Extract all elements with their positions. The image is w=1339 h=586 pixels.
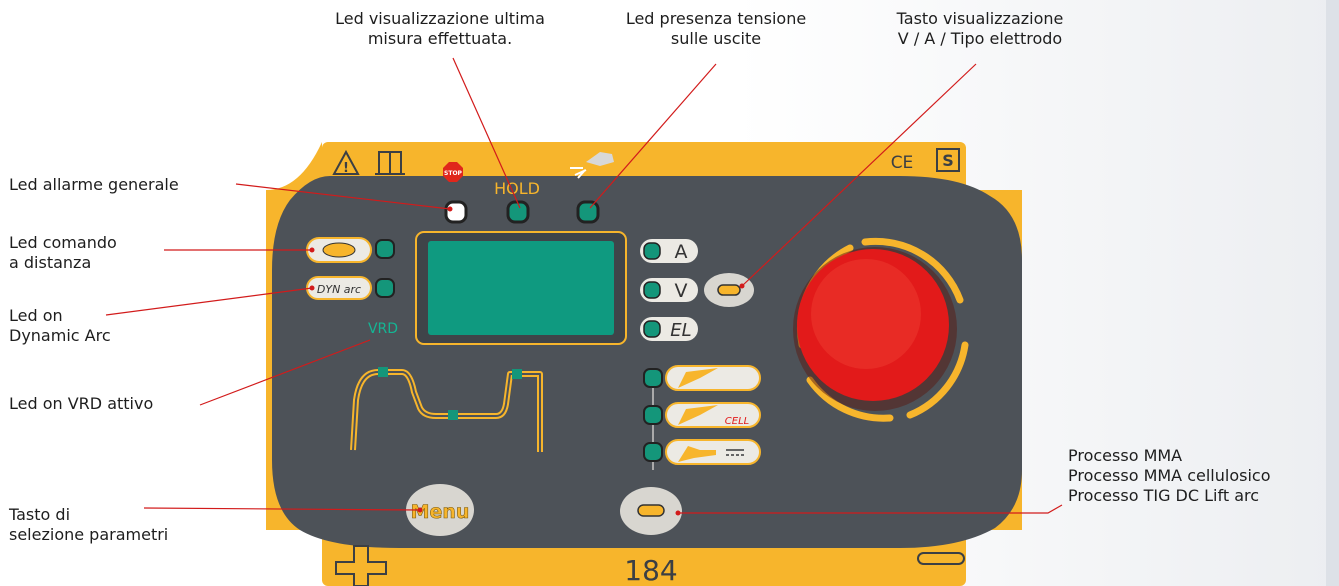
frame-notch-tl <box>266 142 322 190</box>
remote-control-led <box>375 239 395 259</box>
page-edge-strip <box>1326 0 1339 586</box>
display-select-button[interactable] <box>704 273 754 307</box>
alarm-led <box>444 200 468 224</box>
process-mma-cellulosic: CELL <box>643 402 761 428</box>
remote-led-label: Led comando a distanza <box>9 233 117 272</box>
process-select-button[interactable] <box>620 487 682 535</box>
svg-text:A: A <box>675 241 688 263</box>
svg-text:!: ! <box>343 161 349 176</box>
process-mma <box>643 365 761 391</box>
manual-book-icon <box>375 151 405 175</box>
hold-text: HOLD <box>494 179 540 198</box>
dynamic-arc-led-label: Led on Dynamic Arc <box>9 306 111 345</box>
dynamic-arc-button[interactable]: DYN arc <box>306 276 372 300</box>
svg-text:DYN arc: DYN arc <box>317 283 361 296</box>
process-label: Processo MMA Processo MMA cellulosico Pr… <box>1068 446 1271 505</box>
welding-torch-icon <box>570 152 614 179</box>
vrd-led-label: Led on VRD attivo <box>9 394 154 413</box>
curve-led-3 <box>512 369 522 379</box>
svg-text:EL: EL <box>670 320 691 341</box>
vrd-led-text: VRD <box>368 321 398 337</box>
display-button-label: Tasto visualizzazione V / A / Tipo elett… <box>896 9 1064 48</box>
warning-icon: ! <box>332 149 360 176</box>
svg-text:V: V <box>675 280 688 302</box>
output-voltage-led <box>576 200 600 224</box>
s-mark: S <box>942 151 954 170</box>
plus-terminal-icon <box>335 545 387 586</box>
unit-v-indicator: V <box>640 278 698 302</box>
s-mark-box <box>936 148 960 172</box>
dynamic-arc-led <box>375 278 395 298</box>
vrd-curve-inner <box>352 371 541 452</box>
hold-led-label: Led visualizzazione ultima misura effett… <box>335 9 545 48</box>
model-number: 184 <box>624 554 677 586</box>
unit-a-indicator: A <box>640 239 698 263</box>
remote-control-button[interactable] <box>306 237 372 263</box>
encoder-knob[interactable] <box>793 237 969 422</box>
curve-led-2 <box>448 410 458 420</box>
svg-text:CELL: CELL <box>725 416 749 427</box>
curve-led-1 <box>378 367 388 377</box>
ce-mark: CE <box>891 153 914 173</box>
menu-button-label: Tasto di selezione parametri <box>9 505 169 544</box>
process-tig-dc-lift <box>643 439 761 465</box>
voltage-led-label: Led presenza tensione sulle uscite <box>625 9 807 48</box>
stop-icon: STOP <box>443 162 463 182</box>
menu-button[interactable]: Menu <box>406 484 474 536</box>
minus-terminal-icon <box>917 552 965 565</box>
svg-text:Menu: Menu <box>411 501 470 523</box>
pointer-lines <box>105 57 1063 516</box>
unit-el-indicator: EL <box>640 317 698 341</box>
digital-display <box>428 241 614 335</box>
hold-led <box>506 200 530 224</box>
svg-text:STOP: STOP <box>444 170 463 177</box>
alarm-led-label: Led allarme generale <box>9 175 179 194</box>
